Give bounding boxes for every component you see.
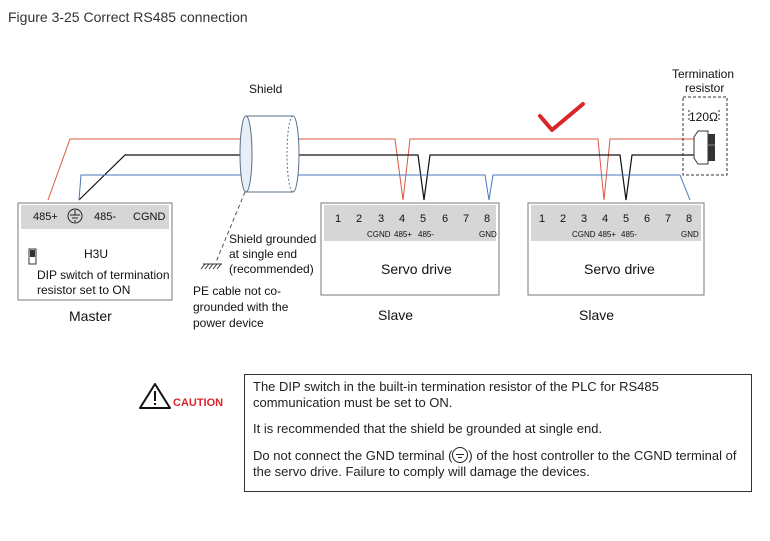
ground-terminal-icon (452, 447, 469, 463)
slave2-pin: 8 (686, 213, 693, 225)
slave1-pin: 7 (463, 213, 470, 225)
slave1-pin: 3 (378, 213, 385, 225)
caution-triangle-icon (139, 383, 171, 409)
slave2-device-name: Servo drive (584, 261, 655, 277)
pe-note-line3: power device (193, 316, 264, 330)
master-role-label: Master (69, 308, 112, 324)
red-wire-485-plus (47, 138, 700, 201)
shield-ground-dashed-line (215, 191, 246, 263)
caution-p3-after: ) of the host controller to the CGND ter… (253, 448, 737, 479)
master-ground-icon (67, 208, 83, 224)
termination-resistor-dashed-box (682, 96, 728, 176)
slave2-terminal-panel (531, 205, 701, 241)
caution-paragraph-1: The DIP switch in the built-in terminati… (253, 379, 659, 410)
shield-icon (239, 115, 300, 193)
slave1-role-label: Slave (378, 307, 414, 323)
master-model: H3U (84, 247, 109, 261)
figure-title: Figure 3-25 Correct RS485 connection (8, 9, 248, 25)
slave1-terminal-panel (324, 205, 496, 241)
termination-label-line2: resistor (685, 81, 725, 95)
shield-label: Shield (249, 82, 283, 96)
slave1-pin: 6 (442, 213, 449, 225)
slave2-pin: 7 (665, 213, 672, 225)
dip-label-line2: resistor set to ON (37, 283, 131, 297)
resistor-value: 120Ω (689, 110, 718, 124)
master-terminal-panel (21, 205, 169, 229)
caution-label: CAUTION (173, 397, 224, 409)
slave1-device-name: Servo drive (381, 261, 452, 277)
slave1-pin: 4 (399, 213, 406, 225)
slave1-sublabel-cgnd: CGND (367, 230, 391, 239)
slave2-pin: 4 (602, 213, 609, 225)
earth-ground-icon (200, 263, 222, 270)
master-terminal-485-minus: 485- (94, 211, 117, 223)
termination-label-line1: Termination (672, 67, 735, 81)
shield-note-line2: at single end (229, 247, 298, 261)
shield-note-line1: Shield grounded (229, 232, 317, 246)
slave2-role-label: Slave (579, 307, 615, 323)
caution-box: The DIP switch in the built-in terminati… (244, 374, 752, 492)
black-wire-485-minus (78, 154, 700, 201)
slave2-sublabel-cgnd: CGND (572, 230, 596, 239)
slave1-sublabel-gnd: GND (479, 230, 497, 239)
slave2-pin: 6 (644, 213, 651, 225)
slave2-sublabel-485-plus: 485+ (598, 230, 617, 239)
caution-paragraph-2: It is recommended that the shield be gro… (253, 421, 603, 436)
slave2-sublabel-485-minus: 485- (621, 230, 638, 239)
slave1-pin: 2 (356, 213, 363, 225)
slave2-pin: 5 (623, 213, 630, 225)
slave2-pin: 2 (560, 213, 567, 225)
slave2-pin: 3 (581, 213, 588, 225)
master-terminal-cgnd: CGND (133, 211, 166, 223)
slave1-sublabel-485-minus: 485- (418, 230, 435, 239)
blue-wire-ground (78, 174, 691, 201)
connector-plug-icon (693, 130, 715, 165)
dip-switch-lever (30, 250, 35, 257)
slave1-sublabel-485-plus: 485+ (394, 230, 413, 239)
dip-label-line1: DIP switch of termination (37, 268, 170, 282)
slave2-sublabel-gnd: GND (681, 230, 699, 239)
slave1-pin: 1 (335, 213, 342, 225)
caution-p3-before: Do not connect the GND terminal ( (253, 448, 453, 463)
slave1-pin: 5 (420, 213, 427, 225)
slave2-pin: 1 (539, 213, 546, 225)
master-terminal-485-plus: 485+ (33, 211, 58, 223)
pe-note-line1: PE cable not co- (193, 284, 282, 298)
pe-note-line2: grounded with the (193, 300, 289, 314)
caution-paragraph-3: Do not connect the GND terminal () of th… (253, 447, 743, 480)
check-mark-icon (538, 102, 585, 132)
shield-note-line3: (recommended) (229, 262, 314, 276)
slave1-pin: 8 (484, 213, 491, 225)
